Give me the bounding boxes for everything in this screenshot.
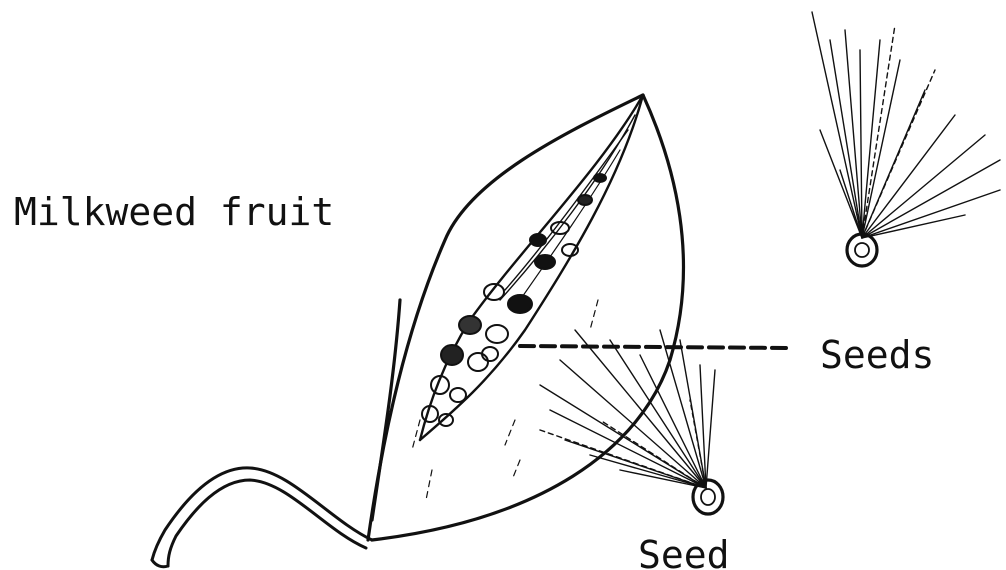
seed-label: Seed bbox=[638, 536, 730, 570]
stem bbox=[152, 468, 372, 567]
seeds-leader-line bbox=[520, 346, 790, 348]
milkweed-fruit-label: Milkweed fruit bbox=[14, 193, 334, 231]
pod-texture bbox=[412, 300, 598, 500]
seeds-label: Seeds bbox=[820, 336, 934, 374]
pod-seeds bbox=[422, 174, 606, 426]
seed-with-hairs-top bbox=[812, 12, 1000, 266]
seed-with-hairs-bottom bbox=[540, 330, 723, 514]
